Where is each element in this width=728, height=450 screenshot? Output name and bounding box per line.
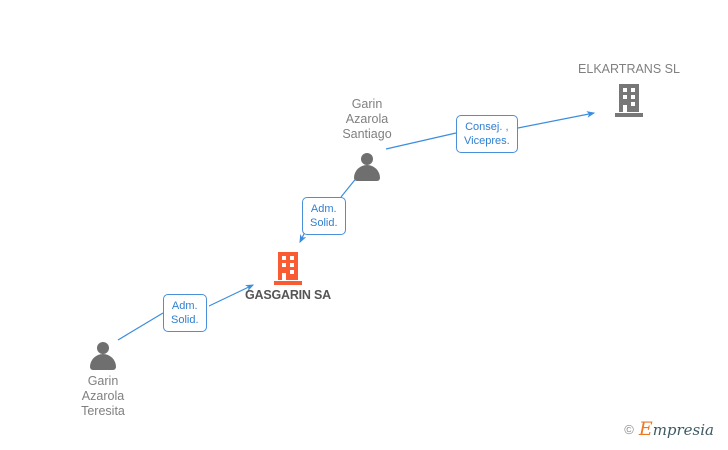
copyright-icon: © [624, 421, 634, 437]
node-elkartrans[interactable] [615, 84, 643, 117]
edge-label-line: Vicepres. [464, 135, 510, 147]
node-gasgarin[interactable] [274, 252, 302, 285]
node-label-gasgarin: GASGARIN SA [244, 288, 331, 302]
node-garin-santiago[interactable] [352, 152, 382, 182]
edge-santiago-elkartrans-segment-1 [385, 132, 457, 150]
node-garin-teresita[interactable] [88, 341, 118, 371]
edge-label-adm-solid-teresita[interactable]: Adm. Solid. [163, 294, 207, 332]
edge-label-line: Adm. [171, 300, 198, 312]
node-label-line: Azarola [81, 389, 125, 403]
edge-label-line: Solid. [310, 217, 338, 229]
edge-label-adm-solid-santiago[interactable]: Adm. Solid. [302, 197, 346, 235]
node-label-line: Teresita [81, 404, 125, 418]
building-icon [274, 252, 302, 285]
node-label-line: Azarola [345, 112, 389, 126]
node-label-elkartrans: ELKARTRANS SL [578, 62, 680, 76]
person-icon [352, 152, 382, 182]
node-label-garin-teresita: Garin Azarola Teresita [3, 374, 203, 419]
node-label-garin-santiago: Garin Azarola Santiago [267, 97, 467, 142]
node-label-line: Garin [351, 97, 383, 111]
building-icon [615, 84, 643, 117]
person-icon [88, 341, 118, 371]
edge-teresita-gasgarin-segment-1 [117, 312, 164, 341]
edge-teresita-gasgarin-segment-2 [208, 284, 255, 307]
edge-label-consej-vicepres[interactable]: Consej. , Vicepres. [456, 115, 518, 153]
edge-label-line: Solid. [171, 314, 199, 326]
edge-label-line: Adm. [310, 203, 337, 215]
edge-label-line: Consej. , [465, 121, 509, 133]
edge-santiago-elkartrans-segment-2 [517, 111, 596, 129]
node-label-line: Garin [87, 374, 119, 388]
node-label-line: Santiago [342, 127, 392, 141]
empresia-logo: Empresia [638, 418, 714, 440]
watermark: © Empresia [624, 418, 714, 440]
